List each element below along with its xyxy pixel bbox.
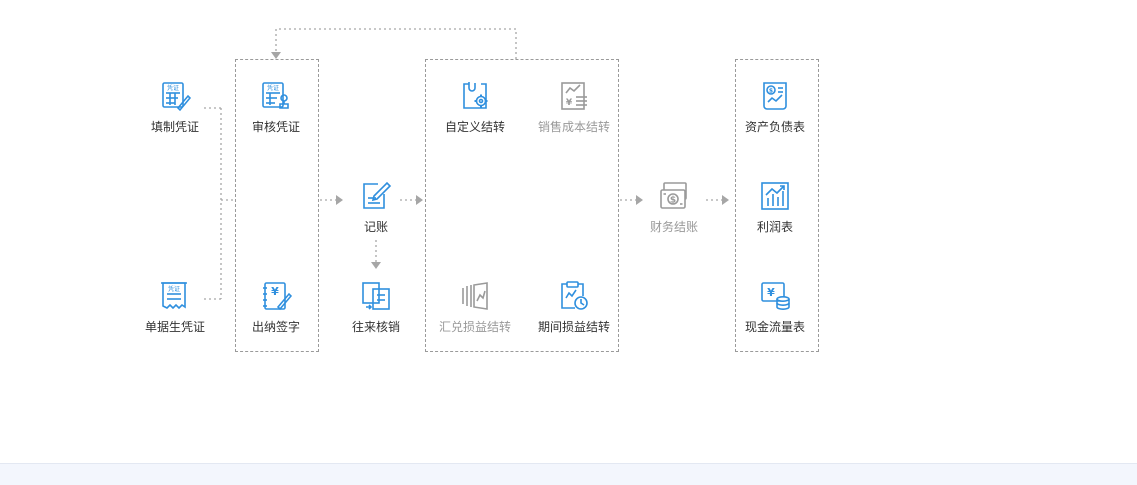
ar-ap-verify-label: 往来核销 — [351, 320, 400, 334]
arrow-transfers — [416, 195, 423, 205]
bookkeeping-icon — [363, 181, 392, 209]
svg-text:¥: ¥ — [767, 286, 775, 299]
group-audit — [235, 59, 319, 352]
node-ar-ap-verify[interactable]: 往来核销 — [331, 280, 421, 335]
bottom-bar — [0, 463, 1137, 485]
custom-transfer-icon — [463, 82, 488, 109]
custom-transfer-label: 自定义结转 — [444, 120, 505, 134]
income-statement-label: 利润表 — [756, 220, 793, 234]
fx-gain-loss-transfer-label: 汇兑损益结转 — [438, 320, 511, 334]
doc-voucher-icon: 凭证 — [161, 282, 187, 310]
node-financial-close[interactable]: $ 财务结账 — [629, 180, 719, 235]
svg-text:$: $ — [769, 88, 773, 95]
cashier-sign-icon: ¥ — [263, 282, 292, 311]
svg-text:凭证: 凭证 — [167, 84, 179, 92]
financial-close-label: 财务结账 — [649, 220, 698, 234]
node-custom-transfer[interactable]: 自定义结转 — [430, 80, 520, 135]
income-statement-icon — [761, 182, 789, 210]
svg-text:¥: ¥ — [271, 285, 279, 298]
sales-cost-transfer-label: 销售成本结转 — [537, 120, 610, 134]
audit-voucher-icon: 凭证 — [262, 82, 289, 109]
cashier-sign-label: 出纳签字 — [251, 320, 300, 334]
svg-text:凭证: 凭证 — [267, 84, 279, 92]
node-sales-cost-transfer[interactable]: ¥ 销售成本结转 — [529, 80, 619, 135]
group-reports — [735, 59, 819, 352]
doc-voucher-label: 单据生凭证 — [144, 320, 205, 334]
svg-text:$: $ — [670, 196, 676, 206]
node-balance-sheet[interactable]: $ 资产负债表 — [730, 80, 820, 135]
cash-flow-statement-icon: ¥ — [761, 282, 790, 310]
group-transfers — [425, 59, 619, 352]
node-income-statement[interactable]: 利润表 — [730, 180, 820, 235]
node-audit-voucher[interactable]: 凭证 审核凭证 — [231, 80, 321, 135]
arrow-close — [636, 195, 643, 205]
financial-close-icon: $ — [660, 182, 687, 209]
arrow-bookkeeping — [336, 195, 343, 205]
node-bookkeeping[interactable]: 记账 — [331, 180, 421, 235]
node-period-gain-loss-transfer[interactable]: 期间损益结转 — [529, 280, 619, 335]
sales-cost-transfer-icon: ¥ — [561, 82, 587, 110]
arrow-reports — [722, 195, 729, 205]
arrow-loop — [271, 52, 281, 59]
audit-voucher-label: 审核凭证 — [251, 120, 300, 134]
fx-gain-loss-transfer-icon — [462, 282, 488, 310]
arrow-verify — [371, 262, 381, 269]
ar-ap-verify-icon — [362, 282, 390, 310]
node-fx-gain-loss-transfer[interactable]: 汇兑损益结转 — [430, 280, 520, 335]
period-gain-loss-transfer-label: 期间损益结转 — [537, 320, 610, 334]
period-gain-loss-transfer-icon — [561, 281, 588, 310]
balance-sheet-icon: $ — [763, 82, 787, 110]
balance-sheet-label: 资产负债表 — [744, 120, 805, 134]
node-cash-flow-statement[interactable]: ¥ 现金流量表 — [730, 280, 820, 335]
node-cashier-sign[interactable]: ¥ 出纳签字 — [231, 280, 321, 335]
node-fill-voucher[interactable]: 凭证 填制凭证 — [130, 80, 220, 135]
svg-text:¥: ¥ — [566, 98, 573, 108]
svg-text:凭证: 凭证 — [168, 285, 180, 293]
bookkeeping-label: 记账 — [363, 220, 388, 234]
node-doc-voucher[interactable]: 凭证 单据生凭证 — [130, 280, 220, 335]
fill-voucher-icon: 凭证 — [162, 82, 191, 112]
fill-voucher-label: 填制凭证 — [150, 120, 199, 134]
cash-flow-statement-label: 现金流量表 — [744, 320, 805, 334]
